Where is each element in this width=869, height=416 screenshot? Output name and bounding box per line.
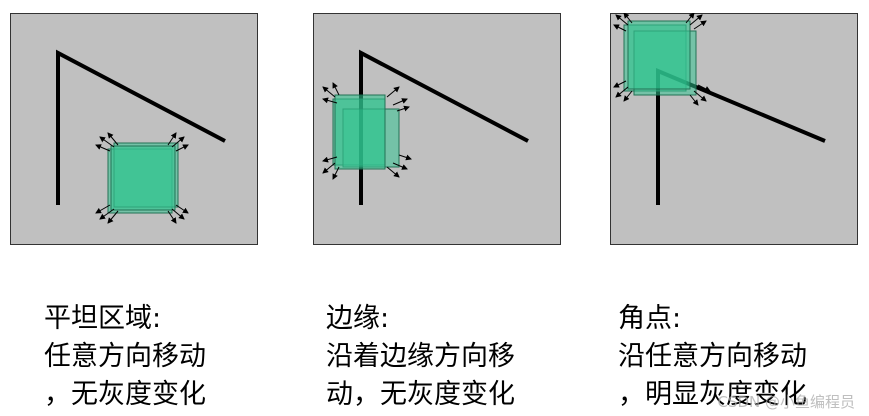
caption-edge-title: 边缘: (326, 303, 390, 334)
motion-arrows (613, 13, 711, 106)
caption-flat: 平坦区域: 任意方向移动 ，无灰度变化 (44, 300, 206, 414)
panel-edge (313, 13, 561, 245)
corner-illustration (610, 13, 858, 245)
caption-corner: 角点: 沿任意方向移动 ，明显灰度变化 (618, 300, 807, 414)
caption-flat-title: 平坦区域: (44, 303, 162, 334)
motion-arrows (95, 132, 189, 224)
watermark: CSDN @小鱼编程员 (717, 393, 855, 411)
sliding-window (332, 94, 400, 170)
sliding-window (623, 20, 697, 96)
caption-flat-line1: 任意方向移动 (44, 341, 206, 372)
sliding-window (107, 142, 179, 214)
caption-edge-line1: 沿着边缘方向移 (326, 341, 515, 372)
flat-region-illustration (10, 13, 258, 245)
caption-edge: 边缘: 沿着边缘方向移 动，无灰度变化 (326, 300, 515, 414)
caption-corner-title: 角点: (618, 303, 682, 334)
motion-arrows (322, 82, 412, 180)
panel-corner (610, 13, 858, 245)
panel-flat (10, 13, 258, 245)
caption-corner-line1: 沿任意方向移动 (618, 341, 807, 372)
caption-edge-line2: 动，无灰度变化 (326, 379, 515, 410)
caption-flat-line2: ，无灰度变化 (44, 379, 206, 410)
edge-illustration (313, 13, 561, 245)
caption-corner-line2: ，明显灰度变化 (618, 379, 807, 410)
edge-lines (56, 49, 226, 205)
